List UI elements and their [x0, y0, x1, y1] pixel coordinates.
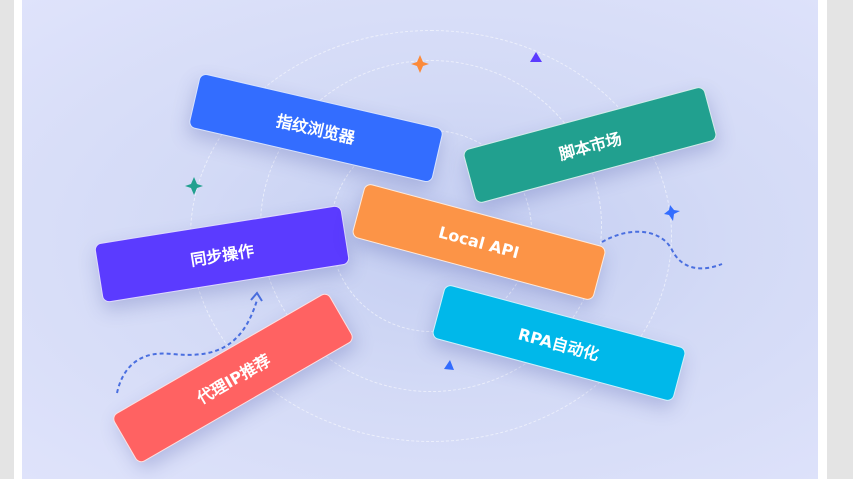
feature-illustration: 指纹浏览器 脚本市场 同步操作 Local API 代理IP推荐 RPA自动化 — [22, 0, 818, 479]
triangle-icon — [530, 52, 542, 62]
triangle-icon — [444, 360, 454, 370]
dashed-arrow — [116, 299, 258, 394]
card-label: 指纹浏览器 — [274, 111, 357, 148]
card-label: 脚本市场 — [557, 128, 624, 164]
card-label: Local API — [436, 222, 522, 262]
arrow-head-icon — [250, 291, 263, 302]
green-sparkle-icon — [185, 177, 203, 195]
blue-sparkle-icon — [664, 205, 680, 221]
decorations — [116, 52, 723, 394]
card-label: 同步操作 — [189, 241, 256, 270]
dashed-curve — [601, 230, 723, 270]
card-label: RPA自动化 — [516, 324, 602, 365]
orange-sparkle-icon — [411, 55, 429, 73]
